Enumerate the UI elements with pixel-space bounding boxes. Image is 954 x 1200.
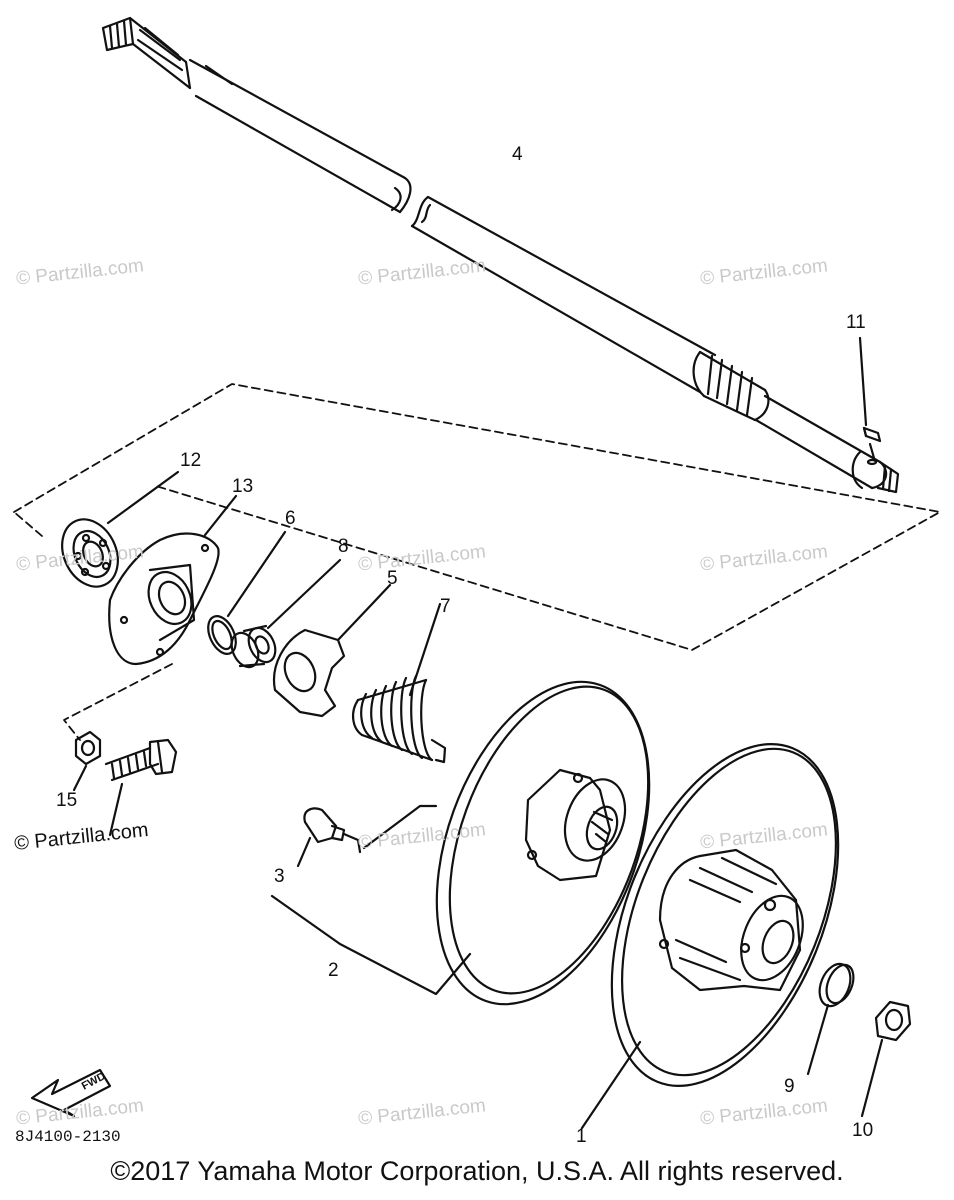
callout-6: 6 [285, 508, 296, 529]
washer-part-9 [806, 962, 855, 1076]
diagram-reference-code: 8J4100-2130 [15, 1128, 121, 1146]
callout-12: 12 [180, 450, 201, 471]
callout-8: 8 [338, 536, 349, 557]
cam-part-5 [272, 583, 392, 718]
key-part-11 [858, 336, 882, 460]
movable-sheave-part-1 [580, 743, 840, 1130]
shaft-part-4 [101, 16, 900, 494]
callout-11: 11 [846, 312, 866, 333]
callout-2: 2 [328, 960, 339, 981]
fixed-sheave-part-2 [270, 680, 651, 1006]
callout-10: 10 [852, 1120, 873, 1141]
nut-part-15 [72, 730, 102, 792]
copyright-notice: ©2017 Yamaha Motor Corporation, U.S.A. A… [110, 1156, 844, 1186]
callout-7: 7 [440, 596, 451, 617]
bearing-part-12 [61, 470, 180, 588]
callout-15: 15 [56, 790, 77, 811]
housing-plate-part-13 [108, 494, 238, 666]
callout-3: 3 [274, 866, 285, 887]
spring-part-7 [352, 602, 447, 764]
bolt [104, 738, 178, 837]
nut-part-10 [860, 1000, 912, 1118]
assembly-boundary [13, 383, 941, 741]
callout-9: 9 [784, 1076, 795, 1097]
callout-1: 1 [576, 1126, 587, 1147]
callout-4: 4 [512, 144, 523, 165]
fwd-arrow-icon [30, 1068, 112, 1118]
circlip-part-6 [207, 530, 287, 655]
callout-13: 13 [232, 476, 253, 497]
callout-5: 5 [387, 568, 398, 589]
roller-part-3 [296, 804, 438, 868]
collar-part-8 [230, 558, 342, 669]
